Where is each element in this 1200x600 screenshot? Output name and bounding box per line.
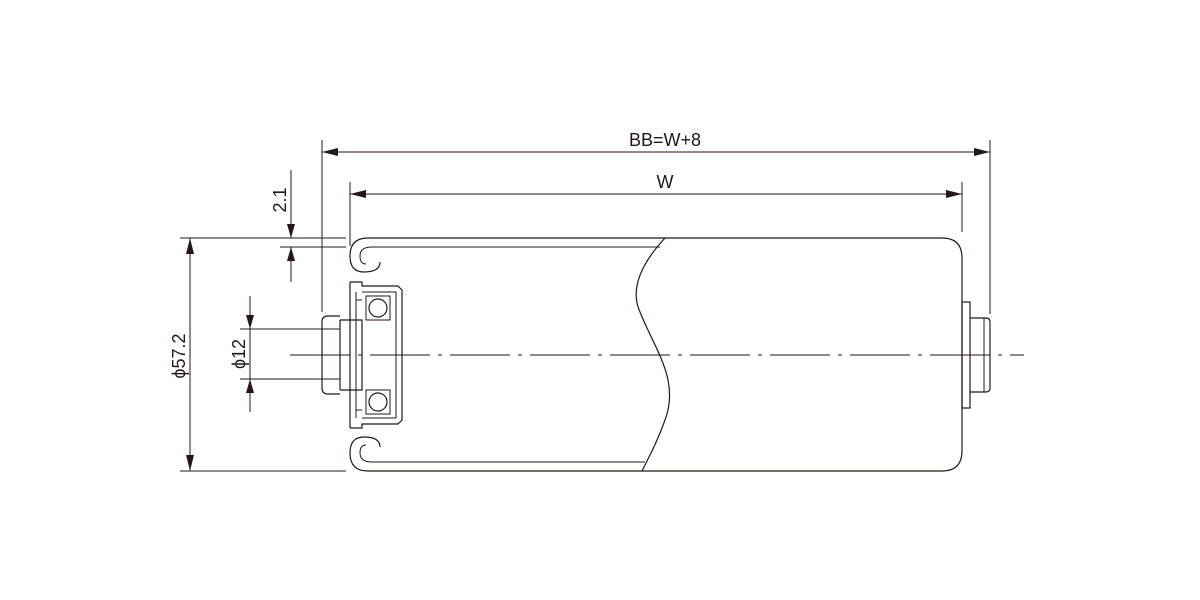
- dim-roller-diameter-label: ϕ57.2: [169, 333, 189, 378]
- dim-overall-length: [321, 140, 991, 314]
- dim-wall-thickness-label: 2.1: [270, 187, 290, 212]
- dim-roller-width: [349, 182, 963, 246]
- dim-roller-diameter: [180, 237, 346, 472]
- dim-shaft-diameter-label: ϕ12: [229, 339, 249, 369]
- dim-overall-length-label: BB=W+8: [629, 130, 701, 150]
- dim-shaft-diameter: [240, 296, 340, 412]
- dim-wall-thickness: [280, 170, 346, 282]
- dim-roller-width-label: W: [657, 172, 674, 192]
- roller-tube: [349, 237, 963, 472]
